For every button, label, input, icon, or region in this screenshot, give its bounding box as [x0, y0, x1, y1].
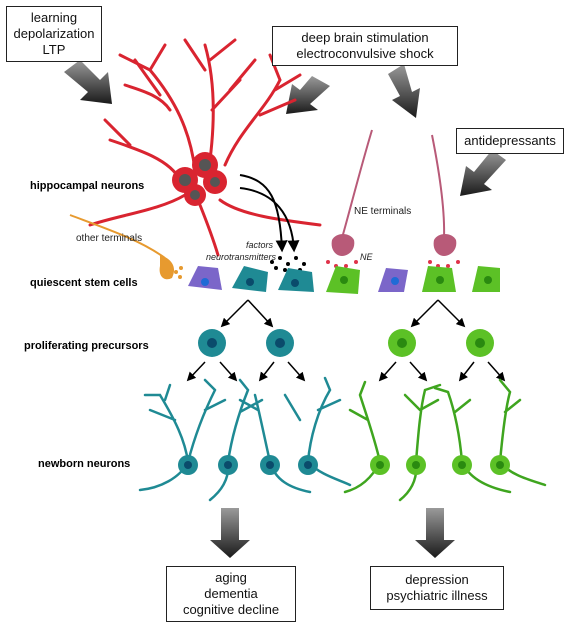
antidepressants-box: antidepressants [456, 128, 564, 154]
factor-arrows [239, 174, 300, 253]
label-hippocampal-neurons: hippocampal neurons [30, 180, 145, 192]
outcome-arrows [210, 508, 455, 558]
proliferating-precursors [198, 329, 494, 357]
stimulus-depolarization: depolarization [13, 26, 95, 41]
stimulus-antidepressants: antidepressants [464, 133, 556, 148]
arrow-antidepressants [460, 150, 506, 196]
outcome-box-aging: aging dementia cognitive decline [166, 566, 296, 622]
arrow-dbs-right [388, 64, 420, 118]
arrow-to-aging [210, 508, 250, 558]
arrow-dbs-left [286, 76, 330, 114]
outcome-depression: depression [405, 572, 469, 587]
outcome-psychiatric-illness: psychiatric illness [386, 588, 488, 603]
arrow-learning [64, 60, 112, 104]
stimulus-learning: learning [30, 10, 78, 25]
other-terminal [69, 214, 183, 280]
newborn-somas-teal [178, 455, 318, 475]
stimulus-dbs: deep brain stimulation [301, 30, 429, 45]
hippocampal-neurons [88, 38, 322, 257]
label-ne: NE [360, 252, 373, 262]
stimuli-box-learning: learning depolarization LTP [6, 6, 102, 62]
label-other-terminals: other terminals [76, 233, 143, 244]
stimuli-box-dbs: deep brain stimulation electroconvulsive… [272, 26, 458, 66]
division-arrows [220, 299, 466, 328]
label-proliferating-precursors: proliferating precursors [24, 340, 149, 352]
label-quiescent-stem-cells: quiescent stem cells [30, 277, 138, 289]
stimulus-ecs: electroconvulsive shock [296, 46, 434, 61]
outcome-aging: aging [215, 570, 247, 585]
arrow-to-depression [415, 508, 455, 558]
outcome-dementia: dementia [204, 586, 258, 601]
label-factors: factors [246, 240, 274, 250]
outcome-cognitive-decline: cognitive decline [182, 602, 280, 617]
outcome-box-depression: depression psychiatric illness [370, 566, 504, 610]
newborn-somas-green [370, 455, 510, 475]
stimulus-ltp: LTP [42, 42, 66, 57]
quiescent-stem-cells [188, 266, 500, 294]
ne-terminals [326, 129, 460, 268]
input-arrows [64, 60, 506, 196]
hippocampal-somas [172, 152, 227, 206]
label-newborn-neurons: newborn neurons [38, 458, 131, 470]
differentiation-arrows [186, 361, 506, 382]
label-neurotransmitters: neurotransmitters [206, 252, 277, 262]
newborn-neurons-teal [138, 376, 352, 502]
newborn-neurons-green [343, 378, 547, 502]
label-ne-terminals: NE terminals [354, 206, 412, 217]
